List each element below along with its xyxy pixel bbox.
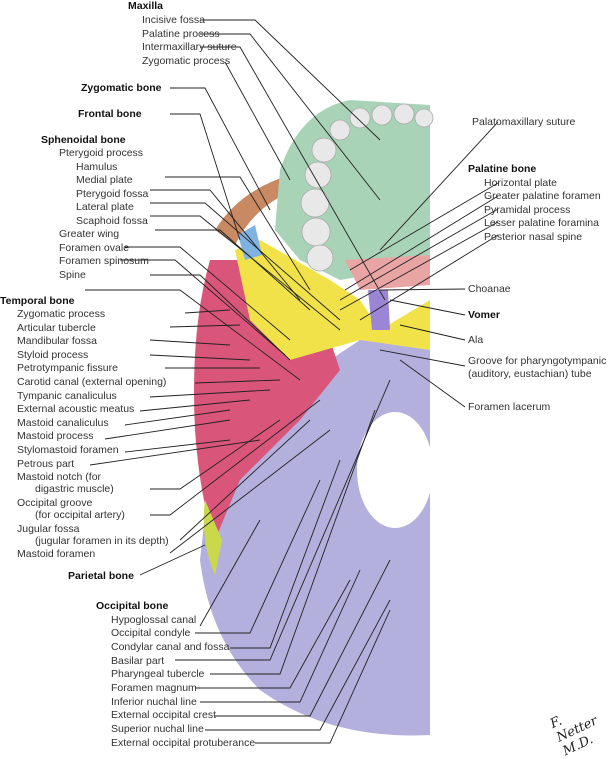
maxilla-label: Incisive fossa (142, 14, 206, 26)
occipital-bone-header: Occipital bone (96, 600, 169, 612)
temporal-bone-header: Temporal bone (0, 295, 75, 307)
sphenoidal-label: Pterygoid process (59, 147, 144, 159)
occipital-label: Occipital condyle (111, 627, 191, 639)
parietal-bone-header: Parietal bone (68, 570, 134, 582)
maxilla-label: Palatine process (142, 28, 220, 40)
palatine-bone-header: Palatine bone (468, 163, 537, 175)
palatine-label: Greater palatine foramen (484, 190, 601, 202)
sphenoidal-label: Pterygoid fossa (76, 188, 149, 200)
sphenoidal-label: Foramen ovale (59, 242, 130, 254)
temporal-label: Petrotympanic fissure (17, 362, 118, 374)
groove-label: Groove for pharyngotympanic (468, 355, 607, 367)
maxilla-header: Maxilla (128, 0, 164, 12)
zygomatic-bone-region (215, 175, 295, 245)
occipital-label: External occipital protuberance (111, 737, 256, 749)
temporal-label: Jugular fossa (17, 523, 80, 535)
sphenoidal-label: Foramen spinosum (59, 255, 149, 267)
palatomaxillary-suture-label: Palatomaxillary suture (472, 116, 576, 128)
temporal-label: Mastoid canaliculus (17, 417, 109, 429)
occipital-label: Pharyngeal tubercle (111, 668, 205, 680)
temporal-label: digastric muscle) (35, 483, 114, 495)
sphenoidal-label: Spine (59, 269, 86, 281)
temporal-label: Stylomastoid foramen (17, 444, 119, 456)
sphenoidal-label: Greater wing (59, 228, 120, 240)
frontal-bone-header: Frontal bone (78, 108, 142, 120)
occipital-label: Hypoglossal canal (111, 614, 197, 626)
ala-label: Ala (468, 334, 484, 346)
temporal-label: Articular tubercle (17, 322, 96, 334)
occipital-label: External occipital crest (111, 709, 217, 721)
temporal-label: Petrous part (17, 458, 75, 470)
occipital-label: Foramen magnum (111, 682, 197, 694)
palatine-label: Posterior nasal spine (484, 231, 583, 243)
parietal-bone-region (203, 500, 222, 575)
sphenoidal-label: Medial plate (76, 174, 133, 186)
zygomatic-bone-header: Zygomatic bone (81, 82, 162, 94)
occipital-label: Superior nuchal line (111, 723, 204, 735)
groove-label-line2: (auditory, eustachian) tube (468, 368, 592, 380)
maxilla-label: Intermaxillary suture (142, 41, 237, 53)
palatine-label: Lesser palatine foramina (484, 217, 599, 229)
temporal-label: Styloid process (17, 349, 89, 361)
sphenoidal-label: Scaphoid fossa (76, 215, 148, 227)
occipital-label: Condylar canal and fossa (111, 641, 230, 653)
sphenoidal-bone-header: Sphenoidal bone (41, 134, 126, 146)
temporal-label: Zygomatic process (17, 308, 106, 320)
temporal-label: Mastoid process (17, 430, 94, 442)
leader-lines (85, 19, 499, 744)
temporal-label: Tympanic canaliculus (17, 390, 117, 402)
temporal-label: Carotid canal (external opening) (17, 376, 167, 388)
occipital-label: Inferior nuchal line (111, 696, 197, 708)
temporal-label: External acoustic meatus (17, 403, 135, 415)
temporal-label: (jugular foramen in its depth) (35, 535, 169, 547)
vomer-header: Vomer (468, 309, 500, 321)
maxilla-label: Zygomatic process (142, 55, 231, 67)
temporal-label: Mandibular fossa (17, 335, 97, 347)
choanae-label: Choanae (468, 283, 511, 295)
temporal-label: Mastoid foramen (17, 548, 96, 560)
foramen-lacerum-label: Foramen lacerum (468, 401, 551, 413)
temporal-label: Mastoid notch (for (17, 471, 102, 483)
occipital-label: Basilar part (111, 655, 165, 667)
sphenoidal-label: Hamulus (76, 161, 118, 173)
teeth (300, 103, 434, 272)
temporal-label: (for occipital artery) (35, 509, 125, 521)
sphenoidal-label: Lateral plate (76, 201, 134, 213)
foramen-magnum-region (357, 412, 433, 528)
palatine-label: Horizontal plate (484, 177, 557, 189)
palatine-label: Pyramidal process (484, 204, 571, 216)
temporal-label: Occipital groove (17, 497, 93, 509)
maxilla-bone-region (275, 100, 430, 280)
